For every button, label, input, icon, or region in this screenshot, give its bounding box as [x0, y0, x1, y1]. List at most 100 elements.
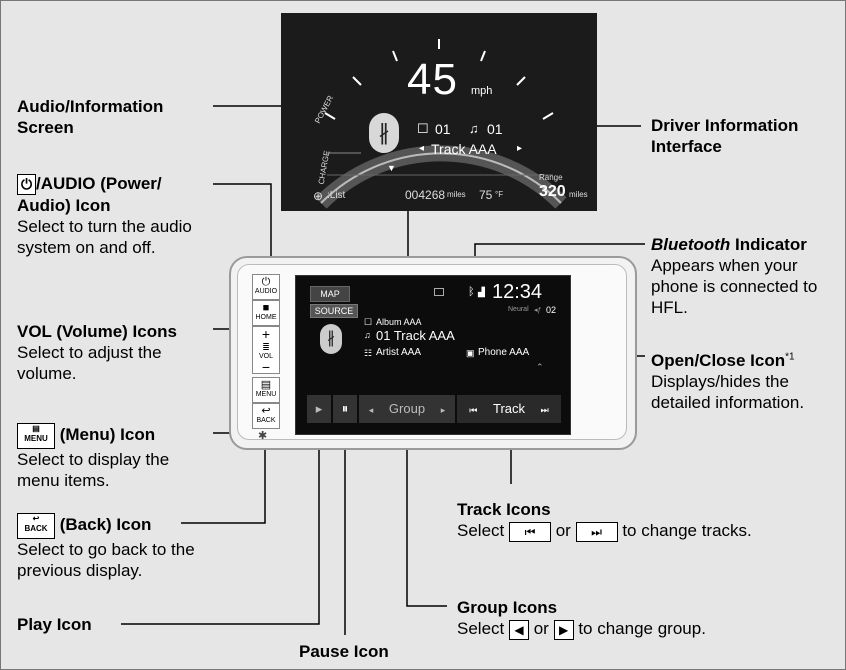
menu-icon: ▤ — [260, 379, 272, 391]
clock: 12:34 — [492, 281, 543, 303]
music-note-icon: ♫ — [469, 121, 479, 136]
odometer-value: 004268 — [405, 188, 446, 202]
bluetooth-audio-icon: ∦ — [320, 324, 342, 354]
group-next-inline-icon: ▶ — [553, 619, 574, 640]
bluetooth-word: Bluetooth — [651, 235, 731, 254]
group-controls: ◂ Group ▸ — [359, 395, 455, 423]
track-label: Track — [492, 401, 526, 416]
track-name: 01 Track AAA — [376, 328, 455, 343]
temp-unit: °F — [495, 190, 504, 199]
back-icon: ↩ — [261, 405, 271, 417]
volume-callout: VOL (Volume) Icons Select to adjust the … — [17, 321, 213, 384]
power-icon-inline: ⏻ — [17, 174, 36, 196]
volume-bars-icon: ≣ — [262, 342, 270, 352]
track-icons-title: Track Icons — [457, 500, 551, 519]
play-icon-label: Play Icon — [17, 615, 92, 634]
track-prev-icon[interactable]: ⏮ — [469, 405, 478, 415]
range-label: Range — [539, 173, 563, 182]
menu-description: Select to display the menu items. — [17, 450, 170, 490]
bluetooth-indicator-icon: ᛒ — [468, 286, 475, 298]
group-prev-inline-icon: ◀ — [508, 619, 529, 640]
home-icon: ■ — [262, 302, 270, 314]
menu-button[interactable]: ▤MENU — [252, 377, 280, 403]
line-group — [406, 423, 447, 607]
speed-unit: mph — [471, 85, 493, 97]
prev-arrow-icon: ◂ — [419, 143, 425, 154]
back-icon-inline: ↩BACK — [17, 513, 55, 539]
menu-callout: ▤MENU (Menu) Icon Select to display the … — [17, 423, 213, 491]
range-unit: miles — [569, 190, 588, 199]
track-controls: ⏮ Track ⏭ — [457, 395, 561, 423]
bluetooth-indicator-callout: Bluetooth Indicator Appears when your ph… — [651, 234, 843, 318]
power-audio-button[interactable]: ⏻AUDIO — [252, 274, 280, 300]
bluetooth-indicator-description: Appears when your phone is connected to … — [651, 256, 818, 317]
track-icon: ♫ — [364, 330, 371, 340]
open-close-title: Open/Close Icon — [651, 350, 786, 370]
volume-title: VOL (Volume) Icons — [17, 322, 177, 341]
source-button[interactable]: SOURCE — [310, 304, 358, 318]
home-button[interactable]: ■HOME — [252, 300, 280, 326]
group-icons-callout: Group Icons Select ◀ or ▶ to change grou… — [457, 598, 706, 640]
map-button[interactable]: MAP — [310, 286, 350, 302]
brightness-icon: ✱ — [258, 430, 268, 442]
album-icon: ☐ — [364, 317, 373, 327]
back-title: (Back) Icon — [59, 515, 152, 535]
temp-value: 75 — [479, 188, 493, 202]
pause-button[interactable]: ⏸ — [333, 395, 357, 423]
pause-icon-label: Pause Icon — [299, 642, 389, 661]
volume-down-icon: − — [261, 359, 271, 375]
track-icons-callout: Track Icons Select ⏮ or ⏭ to change trac… — [457, 500, 752, 542]
bluetooth-icon: ∦ — [369, 113, 399, 153]
play-button[interactable]: ▸ — [307, 395, 331, 423]
menu-title: (Menu) Icon — [59, 425, 156, 445]
driver-information-interface-label: Driver Information Interface — [651, 116, 799, 156]
track-next-inline-icon: ⏭ — [575, 521, 618, 542]
artist-icon: ☷ — [364, 348, 373, 358]
group-prev-icon[interactable]: ◂ — [368, 405, 374, 415]
open-close-description: Displays/hides the detailed information. — [651, 371, 805, 412]
menu-icon-inline: ▤MENU — [17, 423, 55, 449]
open-close-icon[interactable]: ⌃ — [536, 362, 544, 372]
group-next-icon[interactable]: ▸ — [440, 405, 446, 415]
list-label: :List — [327, 190, 346, 201]
group-icons-title: Group Icons — [457, 598, 558, 617]
driver-information-display: 45 mph POWER CHARGE ∦ ☐ 01 ♫ 01 ◂ Track … — [281, 13, 597, 211]
back-button[interactable]: ↩BACK — [252, 403, 280, 429]
power-audio-title: /AUDIO (Power/ Audio) Icon — [17, 174, 162, 216]
open-close-callout: Open/Close Icon*1 Displays/hides the det… — [651, 346, 843, 413]
artist-name: Artist AAA — [376, 347, 422, 358]
signal-icon: ▟ — [478, 287, 485, 297]
volume-up-icon: + — [261, 326, 271, 342]
power-audio-description: Select to turn the audio system on and o… — [17, 217, 192, 258]
open-close-footnote: *1 — [785, 351, 795, 362]
power-audio-callout: ⏻/AUDIO (Power/ Audio) Icon Select to tu… — [17, 173, 213, 258]
pause-icon: ⏸ — [341, 401, 349, 416]
indicator-word: Indicator — [730, 235, 807, 254]
album-name: Album AAA — [376, 317, 422, 327]
battery-icon — [434, 288, 444, 296]
audio-information-screen-label: Audio/Information Screen — [17, 97, 164, 137]
cluster-track-name: Track AAA — [431, 141, 497, 157]
back-description: Select to go back to the previous displa… — [17, 540, 195, 580]
down-arrow-icon: ▼ — [387, 163, 396, 173]
group-label: Group — [388, 401, 426, 416]
volume-description: Select to adjust the volume. — [17, 343, 162, 383]
track-next-icon[interactable]: ⏭ — [540, 405, 549, 415]
channel-number: 02 — [546, 305, 557, 315]
power-icon: ⏻ — [261, 276, 271, 288]
speaker-icon: ◂ƒ — [534, 307, 542, 314]
play-icon: ▸ — [315, 401, 323, 416]
track-prev-inline-icon: ⏮ — [508, 521, 551, 542]
speedometer-arc — [315, 39, 567, 209]
range-value: 320 — [539, 183, 566, 200]
back-callout: ↩BACK (Back) Icon Select to go back to t… — [17, 513, 257, 581]
neural-label: Neural — [508, 306, 529, 313]
volume-button[interactable]: +≣VOL− — [252, 326, 280, 374]
disc-number: 01 — [435, 121, 451, 137]
odometer-unit: miles — [447, 190, 466, 199]
phone-icon: ▣ — [466, 348, 475, 358]
next-arrow-icon: ▸ — [517, 143, 523, 154]
phone-name: Phone AAA — [478, 347, 530, 358]
disc-icon: ☐ — [417, 121, 429, 136]
